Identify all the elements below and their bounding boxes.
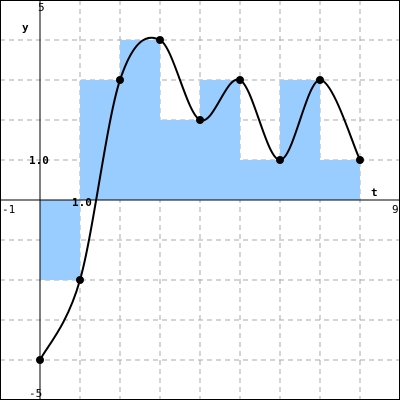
data-points	[36, 36, 364, 364]
y-axis-label: y	[22, 21, 29, 34]
x-unit-tick-label: 1.0	[72, 196, 92, 209]
y-unit-tick-label: 1.0	[29, 154, 49, 167]
bar	[160, 120, 200, 200]
bar	[280, 80, 320, 200]
bar	[320, 160, 360, 200]
data-point	[276, 156, 284, 164]
bar	[120, 40, 160, 200]
data-point	[36, 356, 44, 364]
x-min-tick-label: -1	[2, 203, 15, 216]
data-point	[356, 156, 364, 164]
bar	[40, 200, 80, 280]
x-max-tick-label: 9	[392, 203, 399, 216]
data-point	[156, 36, 164, 44]
x-axis-label: t	[371, 186, 378, 199]
data-point	[116, 76, 124, 84]
bar	[240, 160, 280, 200]
y-min-tick-label: -5	[29, 387, 42, 400]
data-point	[76, 276, 84, 284]
data-point	[196, 116, 204, 124]
data-point	[316, 76, 324, 84]
y-max-tick-label: 5	[38, 1, 45, 14]
bars	[40, 40, 360, 280]
data-point	[236, 76, 244, 84]
